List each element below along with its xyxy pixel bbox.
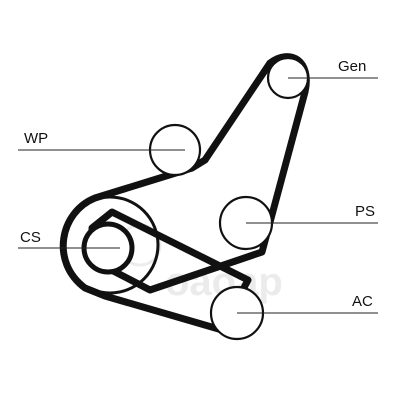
ps-label: PS [355, 203, 375, 220]
ac-label: AC [352, 293, 373, 310]
gen-label: Gen [338, 58, 366, 75]
cs-outer-pulley [60, 195, 160, 295]
wp-label: WP [24, 130, 48, 147]
cs-label: CS [20, 229, 41, 246]
